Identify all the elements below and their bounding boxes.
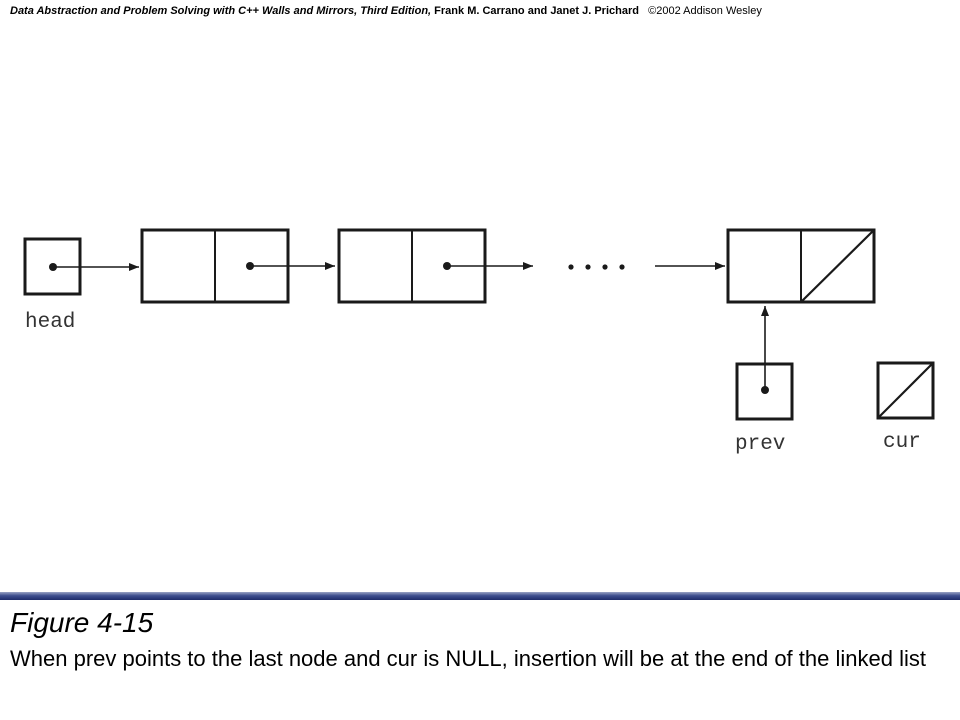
ellipsis-dots xyxy=(568,264,625,270)
caption-divider xyxy=(0,592,960,600)
list-node-2 xyxy=(337,228,487,304)
cur-label: cur xyxy=(883,431,921,454)
cur-null-slash-icon xyxy=(877,362,934,419)
prev-label: prev xyxy=(735,433,785,456)
slide-header: Data Abstraction and Problem Solving wit… xyxy=(10,4,762,18)
figure-caption: When prev points to the last node and cu… xyxy=(10,646,926,671)
null-slash-icon xyxy=(800,229,875,303)
copyright-notice: ©2002 Addison Wesley xyxy=(648,5,762,17)
head-label: head xyxy=(25,311,75,334)
book-title: Data Abstraction and Problem Solving wit… xyxy=(10,5,432,17)
figure-title: Figure 4-15 xyxy=(10,607,154,638)
book-authors: Frank M. Carrano and Janet J. Prichard xyxy=(431,5,639,17)
last-node xyxy=(726,228,876,304)
cur-pointer-box xyxy=(876,361,935,420)
linked-list-diagram: head prev cur xyxy=(23,228,935,456)
